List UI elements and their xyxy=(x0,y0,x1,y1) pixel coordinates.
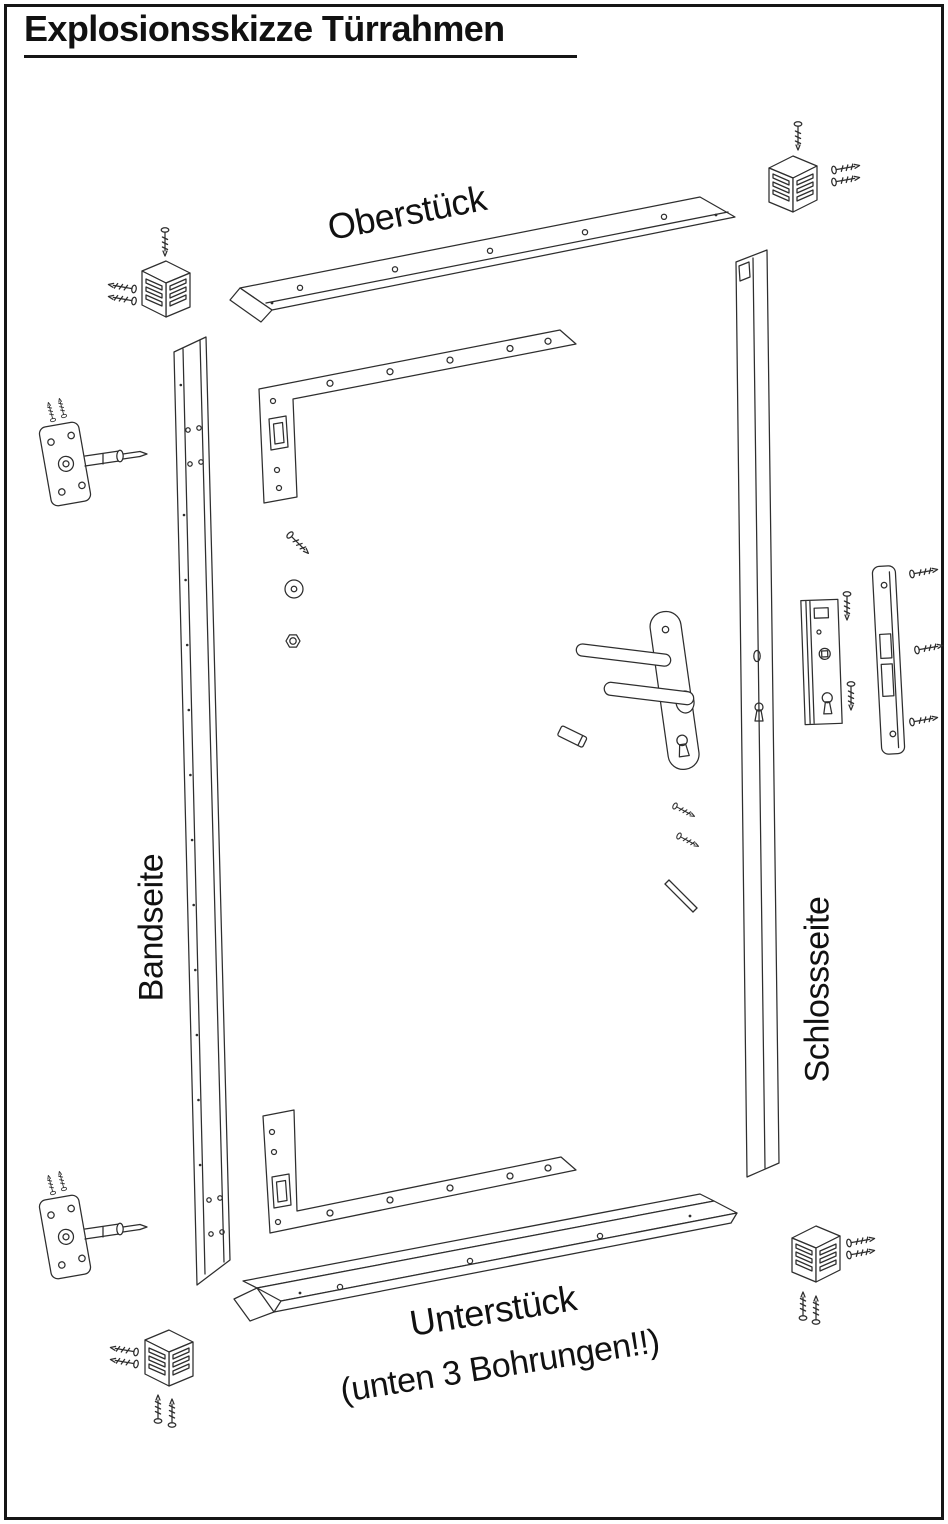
screw-icon xyxy=(107,292,138,306)
screw-icon xyxy=(845,1246,876,1260)
page-title: Explosionsskizze Türrahmen xyxy=(24,8,577,58)
nut-icon xyxy=(285,634,301,648)
pin-icon xyxy=(675,831,701,850)
connector-block xyxy=(144,1329,194,1387)
screw-icon xyxy=(908,565,939,579)
handle-spindle xyxy=(557,725,588,748)
handle-lever xyxy=(603,681,695,706)
screw-icon xyxy=(167,1398,177,1428)
dowel-pin-icon xyxy=(664,879,698,913)
door-handle-set xyxy=(557,610,700,770)
screw-icon xyxy=(153,1394,163,1424)
hinge-top xyxy=(38,398,147,507)
corner-connector-top-right xyxy=(768,121,861,213)
corner-connector-bottom-left xyxy=(109,1329,194,1428)
top-frame-piece xyxy=(229,196,736,323)
screw-icon xyxy=(830,161,861,175)
connector-block xyxy=(141,260,191,318)
hinge-bottom xyxy=(38,1171,147,1280)
right-frame-piece xyxy=(735,249,780,1178)
bottom-frame-piece xyxy=(233,1193,738,1322)
loose-pins-right xyxy=(664,801,701,913)
mortise-lock xyxy=(800,591,856,726)
screw-icon xyxy=(845,1234,876,1248)
left-frame-piece xyxy=(173,336,231,1286)
loose-fasteners-left xyxy=(284,530,312,648)
screw-icon xyxy=(913,641,944,655)
screw-icon xyxy=(842,591,852,621)
strike-plate xyxy=(871,565,944,755)
corner-bracket-bottom xyxy=(262,1109,577,1234)
screw-icon xyxy=(109,1355,140,1369)
corner-connector-top-left xyxy=(107,227,191,318)
screw-icon xyxy=(109,1343,140,1357)
label-bandseite: Bandseite xyxy=(132,853,171,1002)
screw-icon xyxy=(160,227,170,257)
screw-icon xyxy=(908,713,939,727)
connector-block xyxy=(768,155,818,213)
screw-icon xyxy=(285,530,312,557)
screw-icon xyxy=(107,280,138,294)
washer-icon xyxy=(284,579,304,599)
corner-connector-bottom-right xyxy=(791,1225,876,1325)
label-schlossseite: Schlossseite xyxy=(798,896,837,1083)
corner-bracket-top xyxy=(258,329,577,504)
screw-icon xyxy=(811,1295,821,1325)
screw-icon xyxy=(793,121,803,151)
pin-icon xyxy=(671,801,697,820)
connector-block xyxy=(791,1225,841,1283)
handle-lever-2 xyxy=(575,643,672,667)
screw-icon xyxy=(798,1291,808,1321)
screw-icon xyxy=(830,173,861,187)
screw-icon xyxy=(846,681,856,711)
